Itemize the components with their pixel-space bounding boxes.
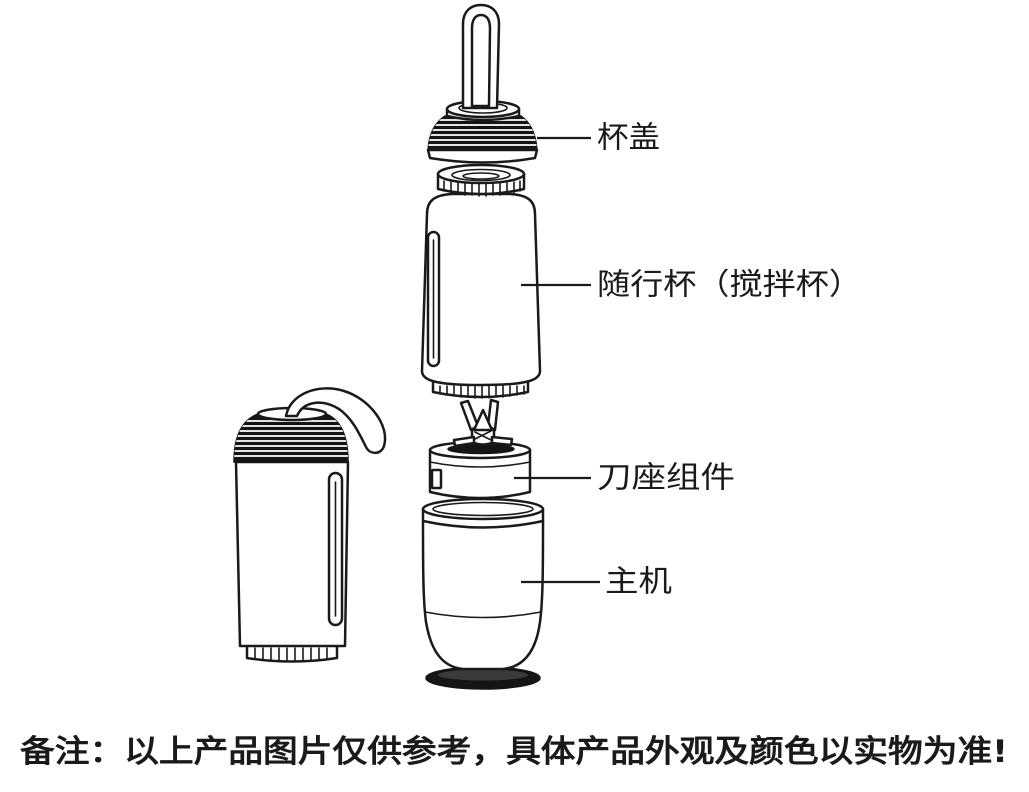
strap-inner-opening xyxy=(470,13,492,108)
assembled-bottom-ridges xyxy=(254,647,328,662)
main-unit-separator-line xyxy=(424,611,542,619)
assembled-bottle xyxy=(233,387,387,663)
blade-base-band-line xyxy=(429,461,531,468)
exploded-main-unit xyxy=(421,497,545,690)
exploded-cap xyxy=(426,99,539,164)
cup-body xyxy=(420,192,542,387)
blade-lower-right xyxy=(490,435,514,447)
main-unit-body xyxy=(421,519,545,671)
main-unit-label: 主机 xyxy=(605,565,672,600)
exploded-cup xyxy=(420,163,542,399)
blades xyxy=(452,398,514,448)
blade-assembly-label: 刀座组件 xyxy=(597,461,735,496)
assembled-strap-loop xyxy=(284,387,387,455)
disclaimer-note: 备注：以上产品图片仅供参考，具体产品外观及颜色以实物为准! xyxy=(19,734,1008,770)
exploded-strap xyxy=(461,3,501,110)
assembled-cap xyxy=(233,406,349,463)
blade-base-lock-tab xyxy=(430,468,443,490)
cup-top-opening xyxy=(462,172,500,180)
blade-center-nut xyxy=(472,408,494,432)
cup-label: 随行杯（搅拌杯） xyxy=(597,268,862,303)
main-unit-top-inner-ring xyxy=(432,501,534,517)
cup-top-inner-lip xyxy=(451,168,511,182)
cap-label: 杯盖 xyxy=(597,121,660,156)
main-unit-base-highlight xyxy=(438,669,528,681)
cap-bottom-rim xyxy=(426,148,539,164)
blade-hub-hatching xyxy=(474,430,492,441)
blade-lower-left xyxy=(452,435,476,448)
cup-bottom-thread-ridges xyxy=(439,385,525,399)
cup-neck-thread-ridges xyxy=(443,180,521,197)
assembled-cap-ribs xyxy=(234,420,348,457)
exploded-blade-assembly xyxy=(428,398,532,500)
